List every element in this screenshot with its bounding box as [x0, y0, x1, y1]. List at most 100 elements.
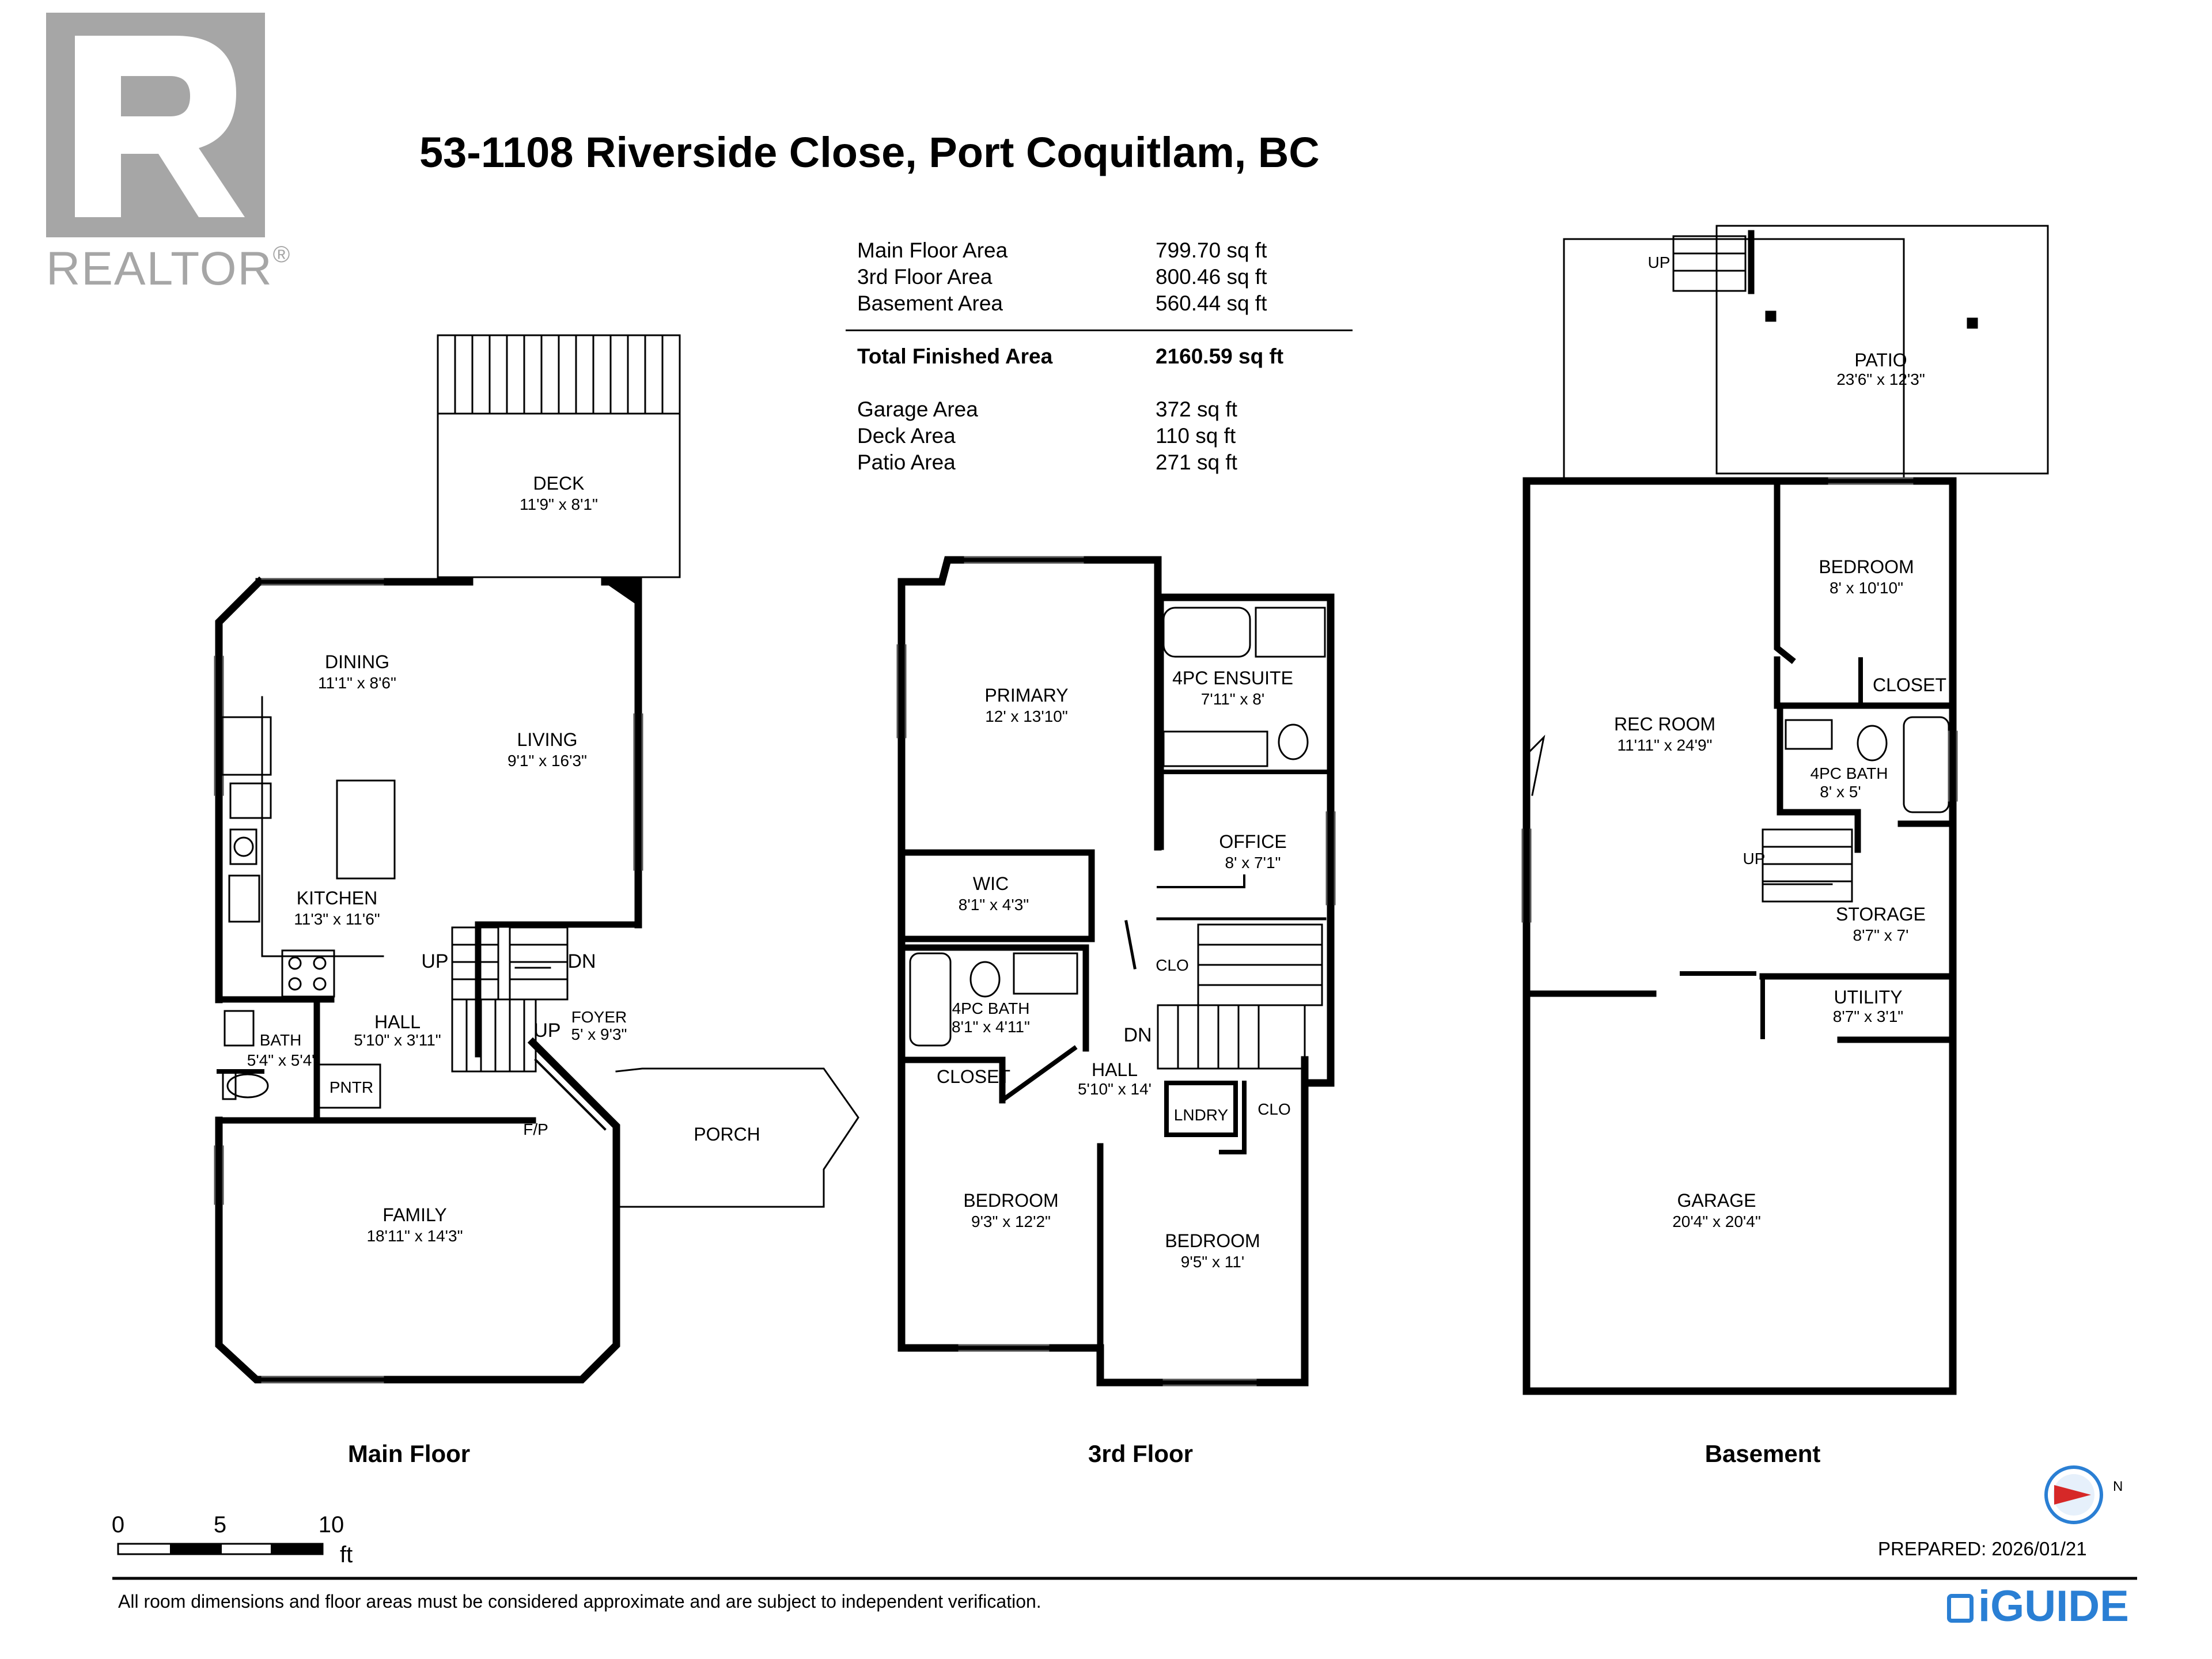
- basement-labels: PATIO 23'6" x 12'3" BEDROOM 8' x 10'10" …: [1614, 253, 1946, 1230]
- basement-bedroom-name: BEDROOM: [1819, 556, 1914, 577]
- deck-dim: 11'9" x 8'1": [520, 495, 598, 513]
- porch-outline: [615, 1067, 859, 1208]
- kitchen-dim: 11'3" x 11'6": [294, 910, 380, 928]
- wic-name: WIC: [973, 873, 1009, 894]
- third-stairs-down-label: DN: [1123, 1024, 1152, 1046]
- scale-unit: ft: [340, 1542, 353, 1567]
- stairs-up-label-2: UP: [533, 1020, 560, 1041]
- main-floor-plan: [214, 334, 859, 1384]
- garage-dim: 20'4" x 20'4": [1672, 1213, 1761, 1230]
- porch-label: PORCH: [694, 1124, 760, 1145]
- third-bath-name: 4PC BATH: [952, 999, 1030, 1017]
- basement-floor-label: Basement: [1705, 1440, 1821, 1467]
- main-floor-label: Main Floor: [347, 1440, 471, 1467]
- basement-bath-name: 4PC BATH: [1810, 764, 1888, 782]
- scale-bar: 0 5 10 ft: [112, 1512, 353, 1567]
- deck-name: DECK: [533, 473, 585, 494]
- main-exterior-wall-west: [215, 576, 265, 1003]
- page-title: 53-1108 Riverside Close, Port Coquitlam,…: [419, 128, 1320, 176]
- stove: [281, 949, 335, 998]
- fireplace-label: F/P: [523, 1120, 548, 1138]
- kitchen-island: [336, 779, 396, 880]
- utility-dim: 8'7" x 3'1": [1833, 1007, 1903, 1025]
- hall-name: HALL: [374, 1012, 421, 1032]
- primary-name: PRIMARY: [984, 685, 1068, 706]
- kitchen-name: KITCHEN: [297, 888, 377, 908]
- disclaimer: All room dimensions and floor areas must…: [118, 1591, 1041, 1612]
- ensuite-name: 4PC ENSUITE: [1172, 668, 1293, 688]
- compass-icon: N: [2044, 1465, 2123, 1524]
- stairs-up-label: UP: [421, 950, 448, 972]
- patio-dim: 23'6" x 12'3": [1836, 370, 1925, 388]
- bedroom1-name: BEDROOM: [963, 1190, 1058, 1211]
- living-name: LIVING: [517, 729, 578, 750]
- patio-stairs: [1672, 235, 1747, 292]
- prepared-date: PREPARED: 2026/01/21: [1878, 1538, 2087, 1559]
- iguide-icon: [1947, 1594, 1974, 1623]
- office-name: OFFICE: [1219, 831, 1286, 852]
- main-stairs: [451, 926, 569, 1073]
- pantry-label: PNTR: [329, 1078, 373, 1096]
- storage-dim: 8'7" x 7': [1853, 926, 1909, 944]
- rec-room-name: REC ROOM: [1614, 714, 1715, 734]
- third-bath-dim: 8'1" x 4'11": [952, 1018, 1030, 1036]
- basement-closet-label: CLOSET: [1873, 675, 1946, 695]
- iguide-wordmark: iGUIDE: [1978, 1582, 2129, 1631]
- third-hall-name: HALL: [1092, 1059, 1138, 1080]
- bedroom2-dim: 9'5" x 11': [1181, 1253, 1244, 1271]
- dining-dim: 11'1" x 8'6": [318, 674, 396, 692]
- third-floor-label: 3rd Floor: [1088, 1440, 1193, 1467]
- hall-dim: 5'10" x 3'11": [354, 1031, 441, 1049]
- family-dim: 18'11" x 14'3": [366, 1227, 463, 1245]
- ensuite-dim: 7'11" x 8': [1201, 690, 1264, 708]
- bedroom1-dim: 9'3" x 12'2": [971, 1213, 1051, 1230]
- scale-tick-10: 10: [319, 1512, 344, 1537]
- patio-name: PATIO: [1854, 350, 1907, 370]
- third-floor-plan: [896, 556, 1336, 1387]
- laundry-label: LNDRY: [1174, 1106, 1229, 1124]
- foyer-dim: 5' x 9'3": [571, 1025, 627, 1043]
- rec-room-dim: 11'11" x 24'9": [1618, 736, 1713, 754]
- patio-outline-right: [1715, 225, 2049, 475]
- main-exterior-wall-family: [215, 1116, 620, 1384]
- basement-bath-dim: 8' x 5': [1820, 783, 1861, 801]
- basement-windows: [1521, 477, 1958, 923]
- basement-stairs: [1762, 828, 1853, 903]
- realtor-logo: REALTOR®: [46, 13, 290, 295]
- realtor-wordmark: REALTOR®: [46, 242, 291, 295]
- clo-label-1: CLO: [1156, 956, 1189, 974]
- area-divider: [846, 329, 1353, 331]
- third-stairs: [1157, 923, 1323, 1070]
- main-windows: [214, 578, 643, 1384]
- dining-name: DINING: [325, 652, 389, 672]
- clo-label-2: CLO: [1257, 1100, 1291, 1118]
- closet-label: CLOSET: [937, 1066, 1010, 1087]
- third-hall-dim: 5'10" x 14': [1078, 1080, 1152, 1098]
- stairs-down-label: DN: [567, 950, 596, 972]
- deck-stairs: [437, 334, 681, 415]
- bedroom2-name: BEDROOM: [1165, 1230, 1260, 1251]
- utility-name: UTILITY: [1834, 987, 1902, 1007]
- laundry-closet: [1164, 1081, 1238, 1137]
- garage-name: GARAGE: [1677, 1190, 1756, 1211]
- primary-dim: 12' x 13'10": [985, 707, 1068, 725]
- living-dim: 9'1" x 16'3": [507, 752, 587, 770]
- scale-tick-0: 0: [112, 1512, 124, 1537]
- realtor-logo-mark: [46, 13, 265, 237]
- office-dim: 8' x 7'1": [1225, 854, 1281, 872]
- bath-name: BATH: [260, 1031, 302, 1049]
- third-floor-labels: PRIMARY 12' x 13'10" 4PC ENSUITE 7'11" x…: [937, 668, 1293, 1271]
- patio-stairs-up-label: UP: [1648, 253, 1671, 271]
- basement-plan: [1521, 225, 2049, 1395]
- third-windows: [896, 556, 1336, 1387]
- compass-north: N: [2113, 1479, 2123, 1494]
- family-name: FAMILY: [382, 1205, 446, 1225]
- main-floor-labels: DECK 11'9" x 8'1" DINING 11'1" x 8'6" LI…: [247, 473, 760, 1245]
- storage-name: STORAGE: [1836, 904, 1926, 925]
- basement-bedroom-dim: 8' x 10'10": [1830, 579, 1903, 597]
- bath-dim: 5'4" x 5'4": [247, 1051, 317, 1069]
- basement-stairs-up-label: UP: [1743, 850, 1766, 868]
- foyer-name: FOYER: [571, 1008, 627, 1026]
